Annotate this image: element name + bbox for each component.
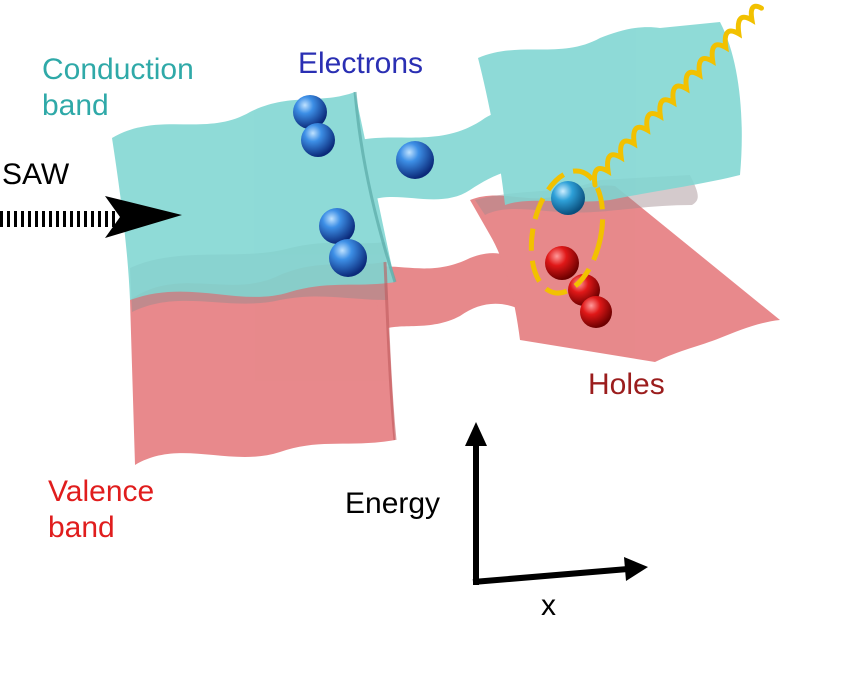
electron-sphere-icon <box>396 141 434 179</box>
electron-sphere-icon <box>329 239 367 277</box>
x-axis-label: x <box>541 589 556 622</box>
energy-axis-arrow-icon <box>465 422 487 585</box>
conduction-label-line1: Conduction <box>42 53 194 86</box>
electron-sphere-icon <box>319 208 355 244</box>
conduction-fold-edge <box>353 91 397 283</box>
valence-fold-edge <box>383 261 397 441</box>
valence-label-line2: band <box>48 511 115 544</box>
x-axis-arrow-icon <box>472 557 648 585</box>
saw-label: SAW <box>2 158 70 191</box>
valence-band-label: Valence band <box>48 474 268 546</box>
valence-label-line1: Valence <box>48 475 155 508</box>
valence-band <box>130 185 780 465</box>
electrons-group <box>293 95 585 277</box>
photon-wave-icon <box>591 3 764 188</box>
electron-sphere-icon <box>301 123 335 157</box>
hole-sphere-icon <box>580 296 612 328</box>
energy-axis-label: Energy <box>345 487 441 520</box>
electrons-label: Electrons <box>298 47 424 80</box>
saw-arrow-icon <box>0 196 182 238</box>
exciton-ellipse-icon <box>528 168 606 296</box>
electron-sphere-icon <box>293 95 327 129</box>
conduction-band-label: Conduction band <box>42 52 262 124</box>
hole-sphere-icon <box>545 246 579 280</box>
holes-label: Holes <box>588 368 665 401</box>
electron-sphere-icon <box>551 181 585 215</box>
conduction-band <box>112 22 742 300</box>
conduction-label-line2: band <box>42 89 109 122</box>
